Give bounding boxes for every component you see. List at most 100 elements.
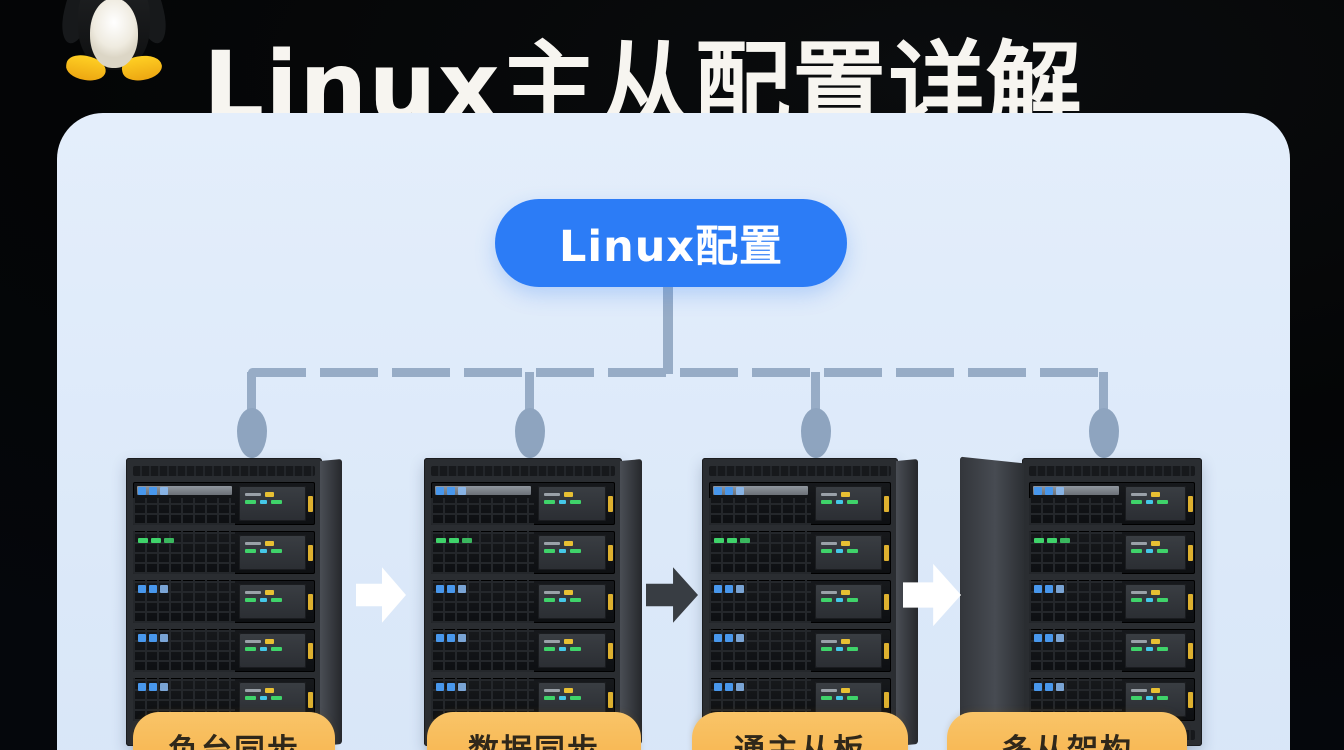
rack-side [620, 459, 642, 747]
rack-led-cluster [138, 487, 168, 495]
rack-led-cluster [1034, 634, 1064, 642]
branch-line [247, 372, 256, 414]
rack-brand-strip [435, 486, 531, 495]
branch-line [811, 372, 820, 414]
rack-latch [308, 642, 313, 659]
rack-latch [884, 495, 889, 512]
rack-unit [133, 629, 315, 672]
rack-led-cluster [436, 536, 472, 543]
rack-control-panel [238, 535, 306, 570]
rack-latch [608, 495, 613, 512]
tree-horizontal-line [248, 368, 1108, 377]
rack-latch [608, 593, 613, 610]
rack-latch [884, 691, 889, 708]
tree-trunk-line [663, 284, 673, 374]
rack-vent-grid [431, 498, 535, 525]
server-rack-3 [702, 458, 918, 747]
rack-led-cluster [714, 487, 744, 495]
rack-control-panel [1125, 633, 1186, 668]
rack-latch [608, 642, 613, 659]
rack-vent-grid [133, 498, 235, 525]
rack-rail [1029, 466, 1195, 476]
branch-dot [1089, 408, 1119, 458]
rack-unit [1029, 482, 1195, 525]
server-rack-1 [126, 458, 342, 747]
rack-latch [608, 544, 613, 561]
rack-control-panel [814, 535, 882, 570]
rack-latch [308, 544, 313, 561]
rack-control-panel [814, 682, 882, 717]
branch-node-3: 通主从板 [692, 712, 908, 750]
rack-control-panel [238, 633, 306, 668]
branch-node-4: 多从架构 [947, 712, 1187, 750]
rack-control-panel [537, 535, 606, 570]
rack-latch [884, 544, 889, 561]
rack-unit [431, 482, 615, 525]
rack-unit [709, 482, 891, 525]
rack-rail [133, 466, 315, 476]
rack-latch [884, 593, 889, 610]
rack-led-cluster [714, 585, 744, 593]
rack-brand-strip [137, 486, 232, 495]
rack-led-cluster [1034, 487, 1064, 495]
rack-control-panel [537, 584, 606, 619]
rack-control-panel [814, 633, 882, 668]
rack-control-panel [1125, 584, 1186, 619]
rack-latch [884, 642, 889, 659]
rack-led-cluster [714, 536, 750, 543]
rack-control-panel [537, 682, 606, 717]
rack-led-cluster [436, 487, 466, 495]
rack-unit [133, 482, 315, 525]
rack-latch [1188, 495, 1193, 512]
rack-unit [709, 580, 891, 623]
branch-node-1: 负台同步 [133, 712, 335, 750]
branch-line [1099, 372, 1108, 414]
branch-line [525, 372, 534, 414]
rack-latch [608, 691, 613, 708]
rack-latch [308, 495, 313, 512]
rack-control-panel [537, 486, 606, 521]
rack-side [960, 456, 1024, 749]
rack-control-panel [238, 584, 306, 619]
rack-latch [1188, 544, 1193, 561]
rack-vent-grid [709, 531, 811, 574]
rack-unit [431, 531, 615, 574]
branch-dot [237, 408, 267, 458]
rack-front [126, 458, 322, 746]
branch-dot [801, 408, 831, 458]
rack-unit [709, 629, 891, 672]
rack-front [702, 458, 898, 746]
tux-belly [90, 0, 138, 68]
rack-vent-grid [1029, 580, 1122, 623]
rack-latch [308, 593, 313, 610]
rack-brand-strip [1033, 486, 1120, 495]
rack-control-panel [238, 682, 306, 717]
rack-led-cluster [714, 634, 744, 642]
branch-node-2: 数据同步 [427, 712, 641, 750]
rack-latch [308, 691, 313, 708]
server-rack-4 [960, 456, 1202, 749]
rack-control-panel [537, 633, 606, 668]
rack-brand-strip [713, 486, 808, 495]
rack-latch [1188, 642, 1193, 659]
rack-control-panel [814, 486, 882, 521]
rack-vent-grid [1029, 498, 1122, 525]
branch-dot [515, 408, 545, 458]
rack-side [320, 459, 342, 747]
rack-led-cluster [714, 683, 744, 691]
rack-unit [431, 629, 615, 672]
rack-vent-grid [431, 531, 535, 574]
rack-vent-grid [1029, 531, 1122, 574]
rack-unit [133, 580, 315, 623]
rack-control-panel [238, 486, 306, 521]
branch-node-label: 负台同步 [168, 725, 300, 750]
root-node-linux-config: Linux配置 [495, 199, 847, 287]
rack-led-cluster [436, 585, 466, 593]
branch-node-label: 通主从板 [734, 725, 866, 750]
rack-led-cluster [1034, 683, 1064, 691]
rack-control-panel [1125, 535, 1186, 570]
rack-unit [709, 531, 891, 574]
rack-led-cluster [138, 585, 168, 593]
rack-control-panel [1125, 486, 1186, 521]
